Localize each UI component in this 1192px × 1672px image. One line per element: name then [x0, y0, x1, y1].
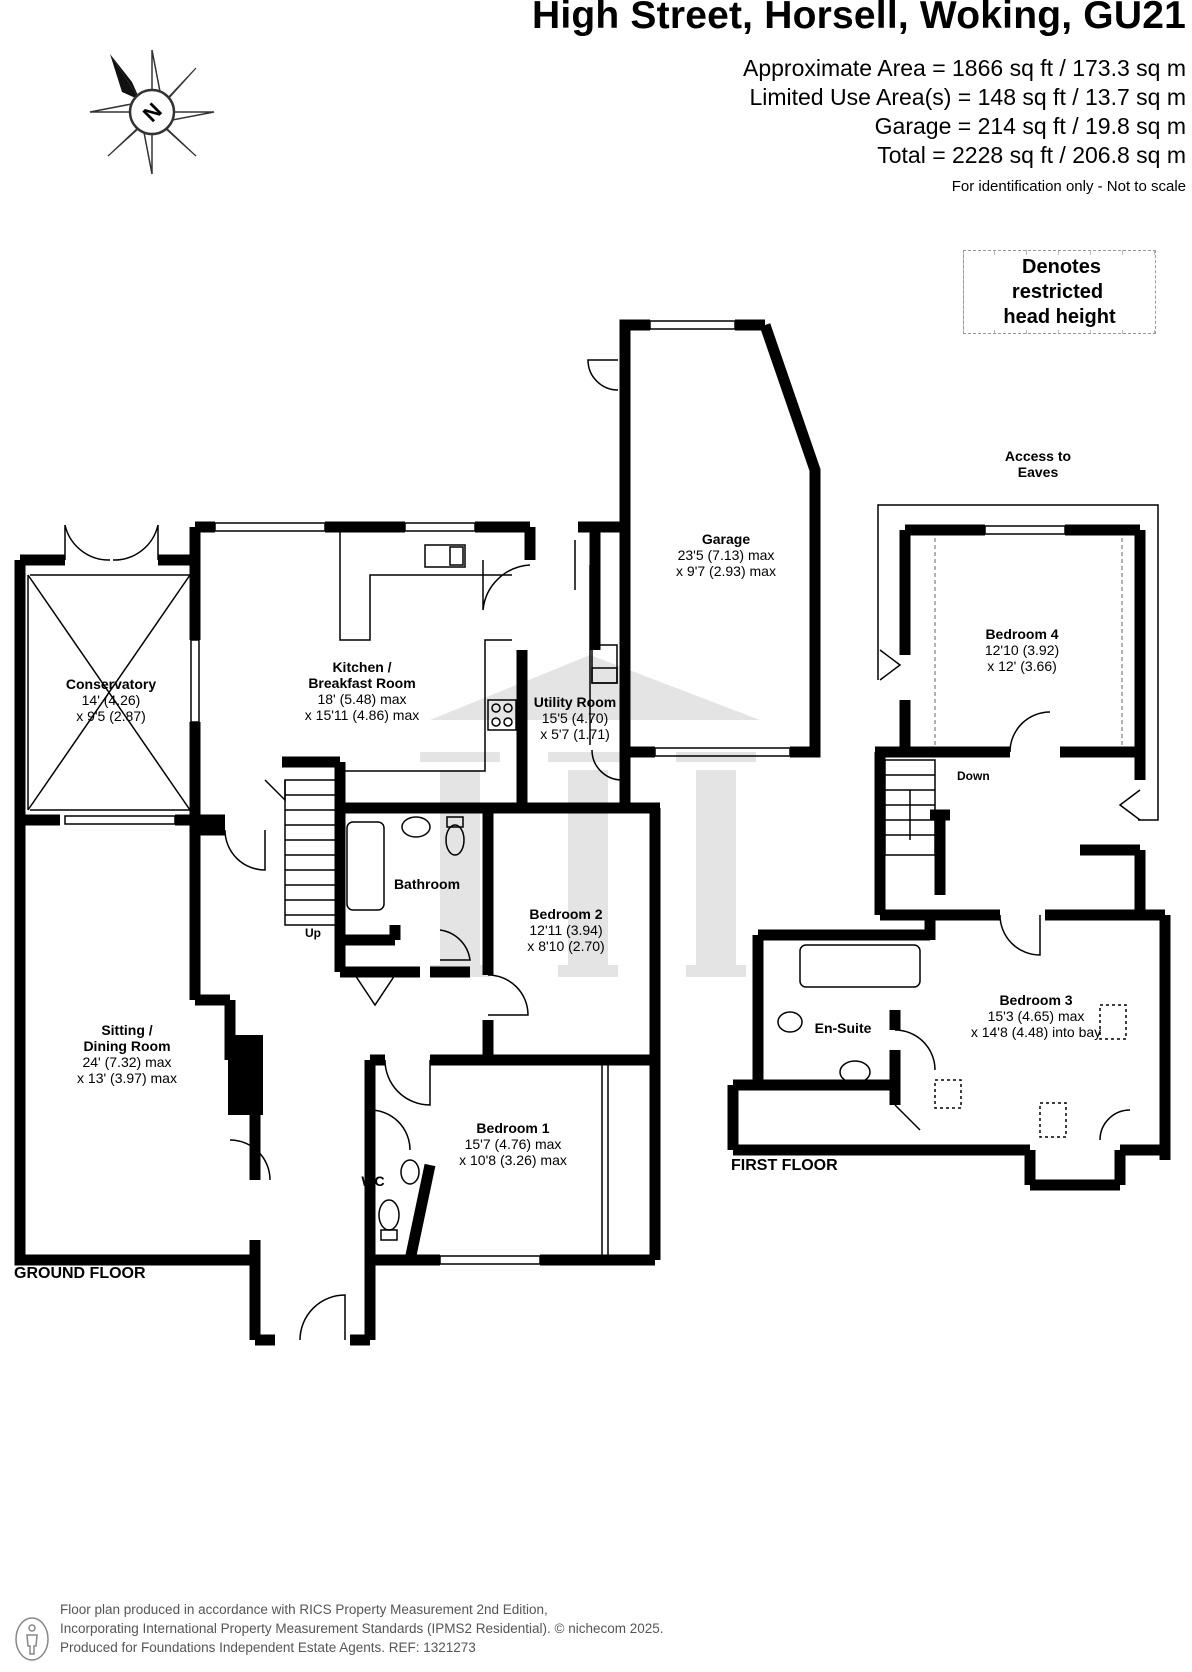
- approximate-area: Approximate Area = 1866 sq ft / 173.3 sq…: [742, 55, 1186, 81]
- first-floor-details: [777, 504, 1159, 1141]
- room-dim: 15'3 (4.65) max: [987, 1008, 1085, 1024]
- room-name: En-Suite: [814, 1020, 872, 1036]
- first-floor-label: FIRST FLOOR: [731, 1157, 838, 1174]
- room-name: Utility Room: [533, 694, 617, 710]
- room-dim: x 9'5 (2.87): [76, 708, 146, 724]
- total-area: Total = 2228 sq ft / 206.8 sq m: [877, 142, 1186, 168]
- ground-floor-details: [15, 320, 791, 1341]
- room-sitting-dining: Sitting / Dining Room 24' (7.32) max x 1…: [77, 1022, 177, 1086]
- room-dim: 12'10 (3.92): [984, 642, 1060, 658]
- room-dim: 24' (7.32) max: [82, 1054, 172, 1070]
- area-summary: Approximate Area = 1866 sq ft / 173.3 sq…: [743, 54, 1186, 197]
- limited-use-area: Limited Use Area(s) = 148 sq ft / 13.7 s…: [749, 84, 1186, 110]
- room-bedroom-3: Bedroom 3 15'3 (4.65) max x 14'8 (4.48) …: [971, 992, 1101, 1040]
- room-bedroom-4: Bedroom 4 12'10 (3.92) x 12' (3.66): [985, 626, 1059, 674]
- room-name: Kitchen /: [332, 659, 392, 675]
- room-dim: x 8'10 (2.70): [527, 938, 605, 954]
- room-dim: 18' (5.48) max: [317, 691, 407, 707]
- eaves-line-2: Eaves: [1017, 464, 1059, 480]
- room-dim: x 12' (3.66): [987, 658, 1057, 674]
- stairs-down-label: Down: [957, 769, 990, 783]
- room-name: Bedroom 2: [529, 906, 603, 922]
- first-floor-walls: [727, 524, 1171, 1191]
- compass-icon: N: [89, 49, 215, 175]
- ground-floor-walls: [14, 319, 821, 1346]
- room-dim: x 14'8 (4.48) into bay: [970, 1024, 1102, 1040]
- chimney-breast: [228, 1035, 263, 1115]
- room-utility: Utility Room 15'5 (4.70) x 5'7 (1.71): [534, 694, 616, 742]
- room-dim: 14' (4.26): [81, 692, 141, 708]
- room-dim: x 15'11 (4.86) max: [304, 707, 420, 723]
- footer-line-3: Produced for Foundations Independent Est…: [60, 1640, 476, 1655]
- room-name: Garage: [701, 531, 751, 547]
- room-name: Bedroom 3: [999, 992, 1073, 1008]
- stairs-up-label: Up: [305, 926, 321, 940]
- room-dim: 15'5 (4.70): [541, 710, 609, 726]
- room-kitchen: Kitchen / Breakfast Room 18' (5.48) max …: [305, 659, 419, 723]
- room-name: WC: [361, 1173, 385, 1189]
- room-wc: WC: [361, 1173, 384, 1189]
- room-garage: Garage 23'5 (7.13) max x 9'7 (2.93) max: [676, 531, 776, 579]
- room-dim: x 5'7 (1.71): [540, 726, 610, 742]
- garage-area: Garage = 214 sq ft / 19.8 sq m: [874, 113, 1186, 139]
- footer-line-2: Incorporating International Property Mea…: [60, 1621, 664, 1636]
- room-dim: 23'5 (7.13) max: [677, 547, 775, 563]
- room-conservatory: Conservatory 14' (4.26) x 9'5 (2.87): [66, 676, 156, 724]
- room-bedroom-2: Bedroom 2 12'11 (3.94) x 8'10 (2.70): [527, 906, 604, 954]
- room-bedroom-1: Bedroom 1 15'7 (4.76) max x 10'8 (3.26) …: [459, 1120, 567, 1168]
- room-bathroom: Bathroom: [394, 876, 460, 892]
- footer-text: Floor plan produced in accordance with R…: [60, 1600, 664, 1657]
- room-name: Dining Room: [83, 1038, 171, 1054]
- room-name: Bedroom 4: [985, 626, 1059, 642]
- eaves-access-label: Access to Eaves: [1005, 448, 1071, 480]
- footer-line-1: Floor plan produced in accordance with R…: [60, 1602, 548, 1617]
- room-dim: x 10'8 (3.26) max: [459, 1152, 567, 1168]
- room-dim: 15'7 (4.76) max: [464, 1136, 562, 1152]
- legend-line-1: Denotes restricted: [1011, 255, 1108, 303]
- room-dim: x 9'7 (2.93) max: [676, 563, 776, 579]
- room-name: Conservatory: [65, 676, 157, 692]
- eaves-line-1: Access to: [1004, 448, 1072, 464]
- room-dim: x 13' (3.97) max: [77, 1070, 177, 1086]
- scale-note: For identification only - Not to scale: [951, 178, 1186, 195]
- room-name: Bedroom 1: [476, 1120, 550, 1136]
- legend-line-2: head height: [999, 305, 1120, 328]
- room-name: Breakfast Room: [308, 675, 416, 691]
- room-name: Bathroom: [393, 876, 461, 892]
- person-icon: [15, 1617, 49, 1661]
- ground-floor-label: GROUND FLOOR: [14, 1265, 146, 1282]
- room-en-suite: En-Suite: [815, 1020, 872, 1036]
- room-dim: 12'11 (3.94): [529, 922, 603, 938]
- property-title: High Street, Horsell, Woking, GU21: [531, 0, 1186, 37]
- room-name: Sitting /: [101, 1022, 153, 1038]
